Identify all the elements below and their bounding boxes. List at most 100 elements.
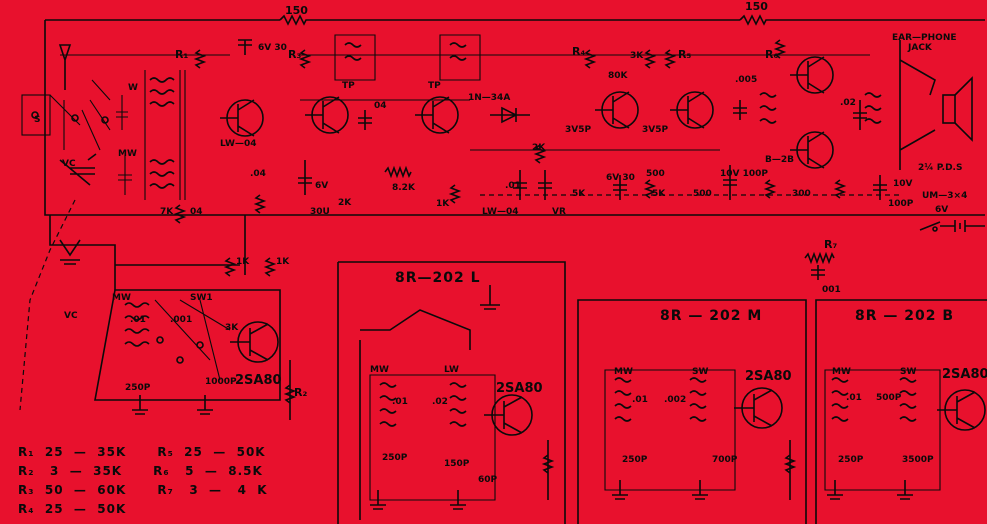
board-b-band: SW [900, 367, 916, 377]
board-b-mw: MW [832, 367, 851, 377]
board-m-c250p: 250P [622, 455, 648, 465]
board-b-c01: .01 [846, 393, 862, 403]
label-ll-vc: VC [64, 311, 78, 321]
label-r1kc: 1K [276, 257, 290, 267]
label-ll-sw: SW1 [190, 293, 213, 303]
board-l-c250p: 250P [382, 453, 408, 463]
board-m-mw: MW [614, 367, 633, 377]
resistor-row: R₄ 25 — 50K [18, 502, 127, 516]
label-r2: R₂ [294, 386, 307, 399]
board-m-band: SW [692, 367, 708, 377]
board-8r-202-l: 8R—202 L 2SA80 MW LW .01 .02 250P 150P 6… [337, 261, 566, 524]
label-r5k: 5K [572, 189, 586, 199]
label-r4: R₄ [572, 45, 585, 58]
label-mw: MW [118, 149, 137, 159]
board-l-c01: .01 [392, 397, 408, 407]
label-battery-model: UM—3×4 [922, 191, 967, 201]
board-title-m: 8R — 202 M [660, 308, 762, 324]
resistor-row: R₂ 3 — 35K R₆ 5 — 8.5K [18, 464, 263, 478]
label-c01: .01 [505, 181, 521, 191]
board-l-transistor: 2SA80 [496, 381, 543, 396]
label-r300: 300 [792, 189, 811, 199]
transistor-q7 [790, 131, 834, 169]
label-jack-line1: EAR—PHONE [892, 33, 957, 43]
label-c100p: 100P [888, 199, 914, 209]
label-d1n34a: 1N—34A [468, 93, 510, 103]
label-lw04: LW—04 [220, 139, 257, 149]
board-b-transistor: 2SA80 [942, 367, 987, 382]
label-r7k: 7K [160, 207, 174, 217]
label-vr: VR [552, 207, 566, 217]
label-c6v30b: 6V 30 [606, 173, 635, 183]
board-b-c500p: 500P [876, 393, 902, 403]
label-r80k: 80K [608, 71, 629, 81]
label-c6v30: 6V 30 [258, 43, 287, 53]
label-c02: .02 [840, 98, 856, 108]
label-ll-c250p: 250P [125, 383, 151, 393]
board-m-c01: .01 [632, 395, 648, 405]
label-c10v: 10V [893, 179, 913, 189]
resistor-row: R₁ 25 — 35K R₅ 25 — 50K [18, 445, 266, 459]
main-circuit: 150 150 R₁ 6V 30 R₃ TP TP 04 1N—34A R₄ 8… [19, 0, 985, 420]
label-r7: R₇ [824, 238, 837, 251]
transistor-q4 [595, 91, 639, 129]
label-r500b: 500 [693, 189, 712, 199]
label-r3k: 3K [630, 51, 644, 61]
label-c30u: 30U [310, 207, 330, 217]
board-m-transistor: 2SA80 [745, 369, 792, 384]
antenna-icon [58, 44, 72, 90]
detector-diode [490, 106, 530, 124]
label-b2b: B—2B [765, 155, 794, 165]
transistor-q2 [305, 96, 349, 134]
lower-front-end [49, 215, 281, 415]
label-r3: R₃ [288, 48, 301, 61]
board-l-c02: .02 [432, 397, 448, 407]
board-title-b: 8R — 202 B [855, 308, 954, 324]
label-r5: R₅ [678, 48, 691, 61]
label-r1: R₁ [175, 48, 188, 61]
speaker-icon [942, 76, 973, 142]
label-c04c: 04 [190, 207, 203, 217]
transistor-2sa80-main [230, 321, 279, 363]
transistor-q1 [220, 99, 264, 137]
label-ll-transistor: 2SA80 [235, 373, 282, 388]
board-b-c3500p: 3500P [902, 455, 934, 465]
label-ll-c001: .001 [170, 315, 192, 325]
label-c10v100p: 10V 100P [720, 169, 768, 179]
label-c04b: 04 [374, 101, 387, 111]
label-w: W [128, 83, 138, 93]
label-c001: 001 [822, 285, 841, 295]
transistor-q5 [670, 91, 714, 129]
band-switch-bank [21, 79, 111, 151]
label-battery-v: 6V [935, 205, 948, 215]
board-l-band: LW [444, 365, 459, 375]
board-l-c60p: 60P [478, 475, 498, 485]
label-ll-r3k: 3K [225, 323, 239, 333]
label-tp1: TP [342, 81, 355, 91]
label-c6v: 6V [315, 181, 328, 191]
label-r2k: 2K [338, 198, 352, 208]
label-r1k: 1K [436, 199, 450, 209]
label-speaker: 2¼ P.D.S [918, 162, 962, 173]
transistor-q6 [790, 56, 834, 94]
label-tp2: TP [428, 81, 441, 91]
resistor-row: R₃ 50 — 60K R₇ 3 — 4 K [18, 483, 268, 497]
board-b-c250p: 250P [838, 455, 864, 465]
label-jack-line2: JACK [907, 43, 933, 53]
label-c3v5pb: 3V5P [642, 125, 668, 135]
label-ll-mw: MW [112, 293, 131, 303]
label-lw04b: LW—04 [482, 207, 519, 217]
label-vc: VC [62, 159, 76, 169]
board-l-c150p: 150P [444, 459, 470, 469]
board-m-c700p: 700P [712, 455, 738, 465]
label-ll-c1000p: 1000P [205, 377, 237, 387]
antenna-coils [116, 70, 186, 200]
label-c3v5p: 3V5P [565, 125, 591, 135]
label-r150a: 150 [285, 4, 308, 17]
label-r5kb: 5K [652, 189, 666, 199]
label-r6: R₆ [765, 48, 778, 61]
label-r500: 500 [646, 169, 665, 179]
board-m-c002: .002 [664, 395, 686, 405]
earphone-jack[interactable] [899, 40, 936, 170]
